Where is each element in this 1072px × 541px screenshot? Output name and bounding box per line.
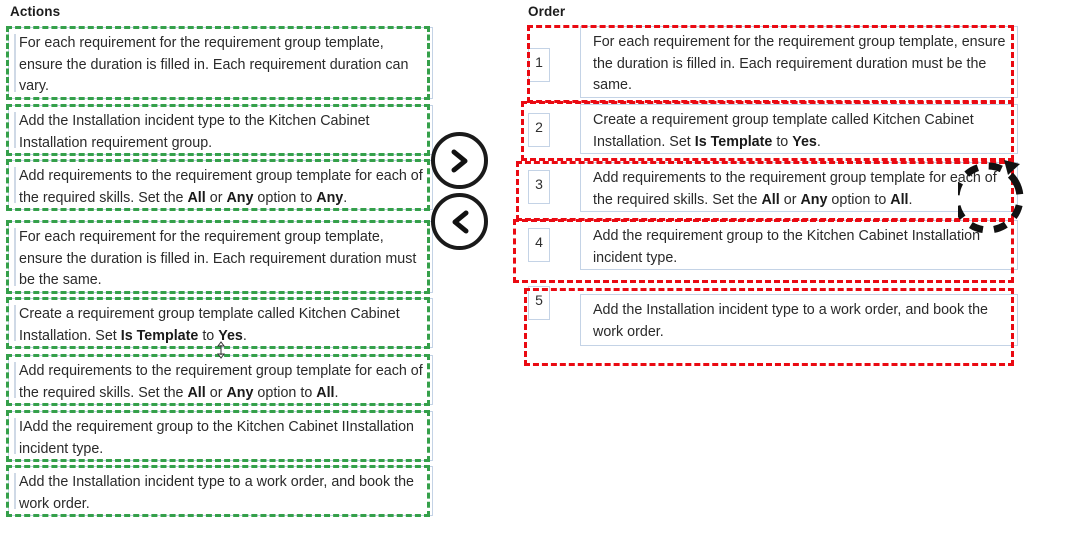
action-item-text: Create a requirement group template call… [19, 306, 400, 344]
action-item[interactable]: IAdd the requirement group to the Kitche… [8, 411, 433, 461]
action-item-text: For each requirement for the requirement… [19, 229, 417, 288]
order-item[interactable]: For each requirement for the requirement… [580, 26, 1018, 98]
action-item[interactable]: Add the Installation incident type to a … [8, 466, 433, 516]
order-position-number: 2 [528, 113, 550, 147]
order-item[interactable]: Add the requirement group to the Kitchen… [580, 220, 1018, 270]
chevron-left-icon [449, 210, 471, 234]
order-position-number: 5 [528, 286, 550, 320]
transfer-button-group [431, 132, 488, 254]
action-item-handle[interactable] [14, 167, 16, 203]
move-right-button[interactable] [431, 132, 488, 189]
swap-arc-annotation [952, 142, 1030, 254]
actions-column-header: Actions [10, 4, 61, 19]
order-item-text: Add the Installation incident type to a … [593, 302, 989, 340]
order-item-text: For each requirement for the requirement… [593, 34, 1006, 93]
move-left-button[interactable] [431, 193, 488, 250]
action-item-handle[interactable] [14, 473, 16, 509]
action-item-text: Add requirements to the requirement grou… [19, 168, 423, 206]
action-item-text: Add the Installation incident type to th… [19, 113, 370, 151]
action-item[interactable]: For each requirement for the requirement… [8, 221, 433, 293]
action-item-text: For each requirement for the requirement… [19, 35, 409, 94]
chevron-right-icon [449, 149, 471, 173]
action-item[interactable]: Add the Installation incident type to th… [8, 105, 433, 155]
order-position-number: 3 [528, 170, 550, 204]
action-item-handle[interactable] [14, 228, 16, 286]
order-item[interactable]: Add the Installation incident type to a … [580, 294, 1018, 346]
action-item-handle[interactable] [14, 418, 16, 454]
order-item[interactable]: Add requirements to the requirement grou… [580, 162, 1018, 212]
action-item-text: IAdd the requirement group to the Kitche… [19, 419, 415, 457]
action-item[interactable]: Add requirements to the requirement grou… [8, 355, 433, 405]
action-item-text: Add the Installation incident type to a … [19, 474, 415, 512]
action-item-handle[interactable] [14, 362, 16, 398]
action-item-handle[interactable] [14, 112, 16, 148]
action-item-handle[interactable] [14, 34, 16, 92]
order-item-text: Add the requirement group to the Kitchen… [593, 228, 981, 266]
action-item[interactable]: For each requirement for the requirement… [8, 27, 433, 99]
resize-cursor-glyph [215, 341, 227, 359]
order-item[interactable]: Create a requirement group template call… [580, 104, 1018, 154]
action-item-text: Add requirements to the requirement grou… [19, 363, 423, 401]
order-column-header: Order [528, 4, 566, 19]
order-position-number: 4 [528, 228, 550, 262]
order-item-text: Create a requirement group template call… [593, 112, 974, 150]
action-item-handle[interactable] [14, 305, 16, 341]
order-item-text: Add requirements to the requirement grou… [593, 170, 997, 208]
action-item[interactable]: Add requirements to the requirement grou… [8, 160, 433, 210]
order-position-number: 1 [528, 48, 550, 82]
